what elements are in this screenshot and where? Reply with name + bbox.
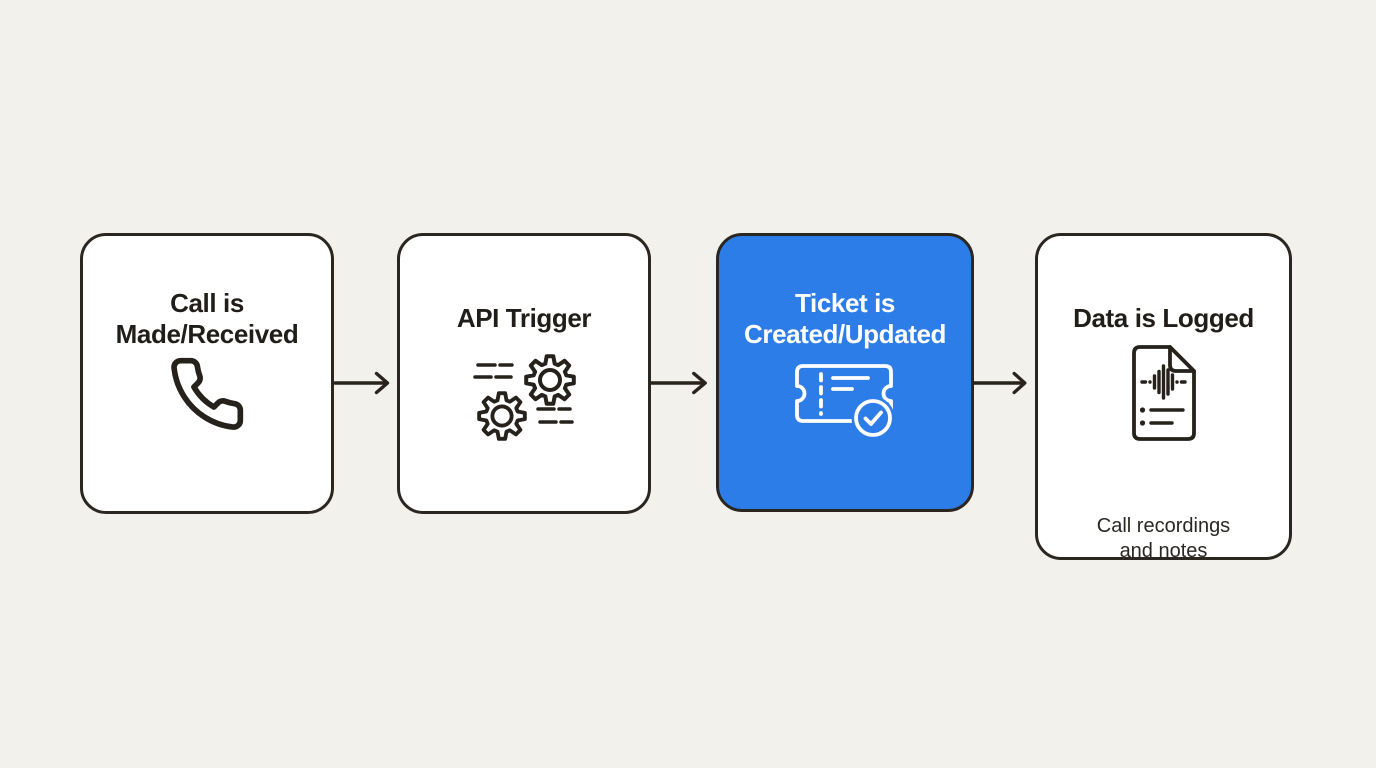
arrow-right-icon	[650, 369, 716, 397]
step-title: API Trigger	[456, 303, 592, 334]
step-title: Ticket is Created/Updated	[743, 287, 947, 349]
gears-icon	[469, 348, 579, 448]
arrow-right-icon	[973, 369, 1035, 397]
step-card-ticket-created-updated: Ticket is Created/Updated	[716, 233, 974, 512]
phone-icon	[167, 354, 247, 434]
step-subtitle: Call recordings and notes	[1096, 515, 1231, 562]
step-card-data-logged: Data is Logged Call recordings and notes	[1035, 233, 1292, 562]
arrow-right-icon	[334, 369, 398, 397]
step-title: Call is Made/Received	[115, 287, 299, 349]
step-title: Data is Logged	[1073, 303, 1254, 334]
document-recording-icon	[1126, 344, 1202, 444]
step-card-api-trigger: API Trigger	[397, 233, 651, 514]
ticket-check-icon	[793, 364, 897, 442]
step-card-call-made-received: Call is Made/Received	[80, 233, 334, 514]
